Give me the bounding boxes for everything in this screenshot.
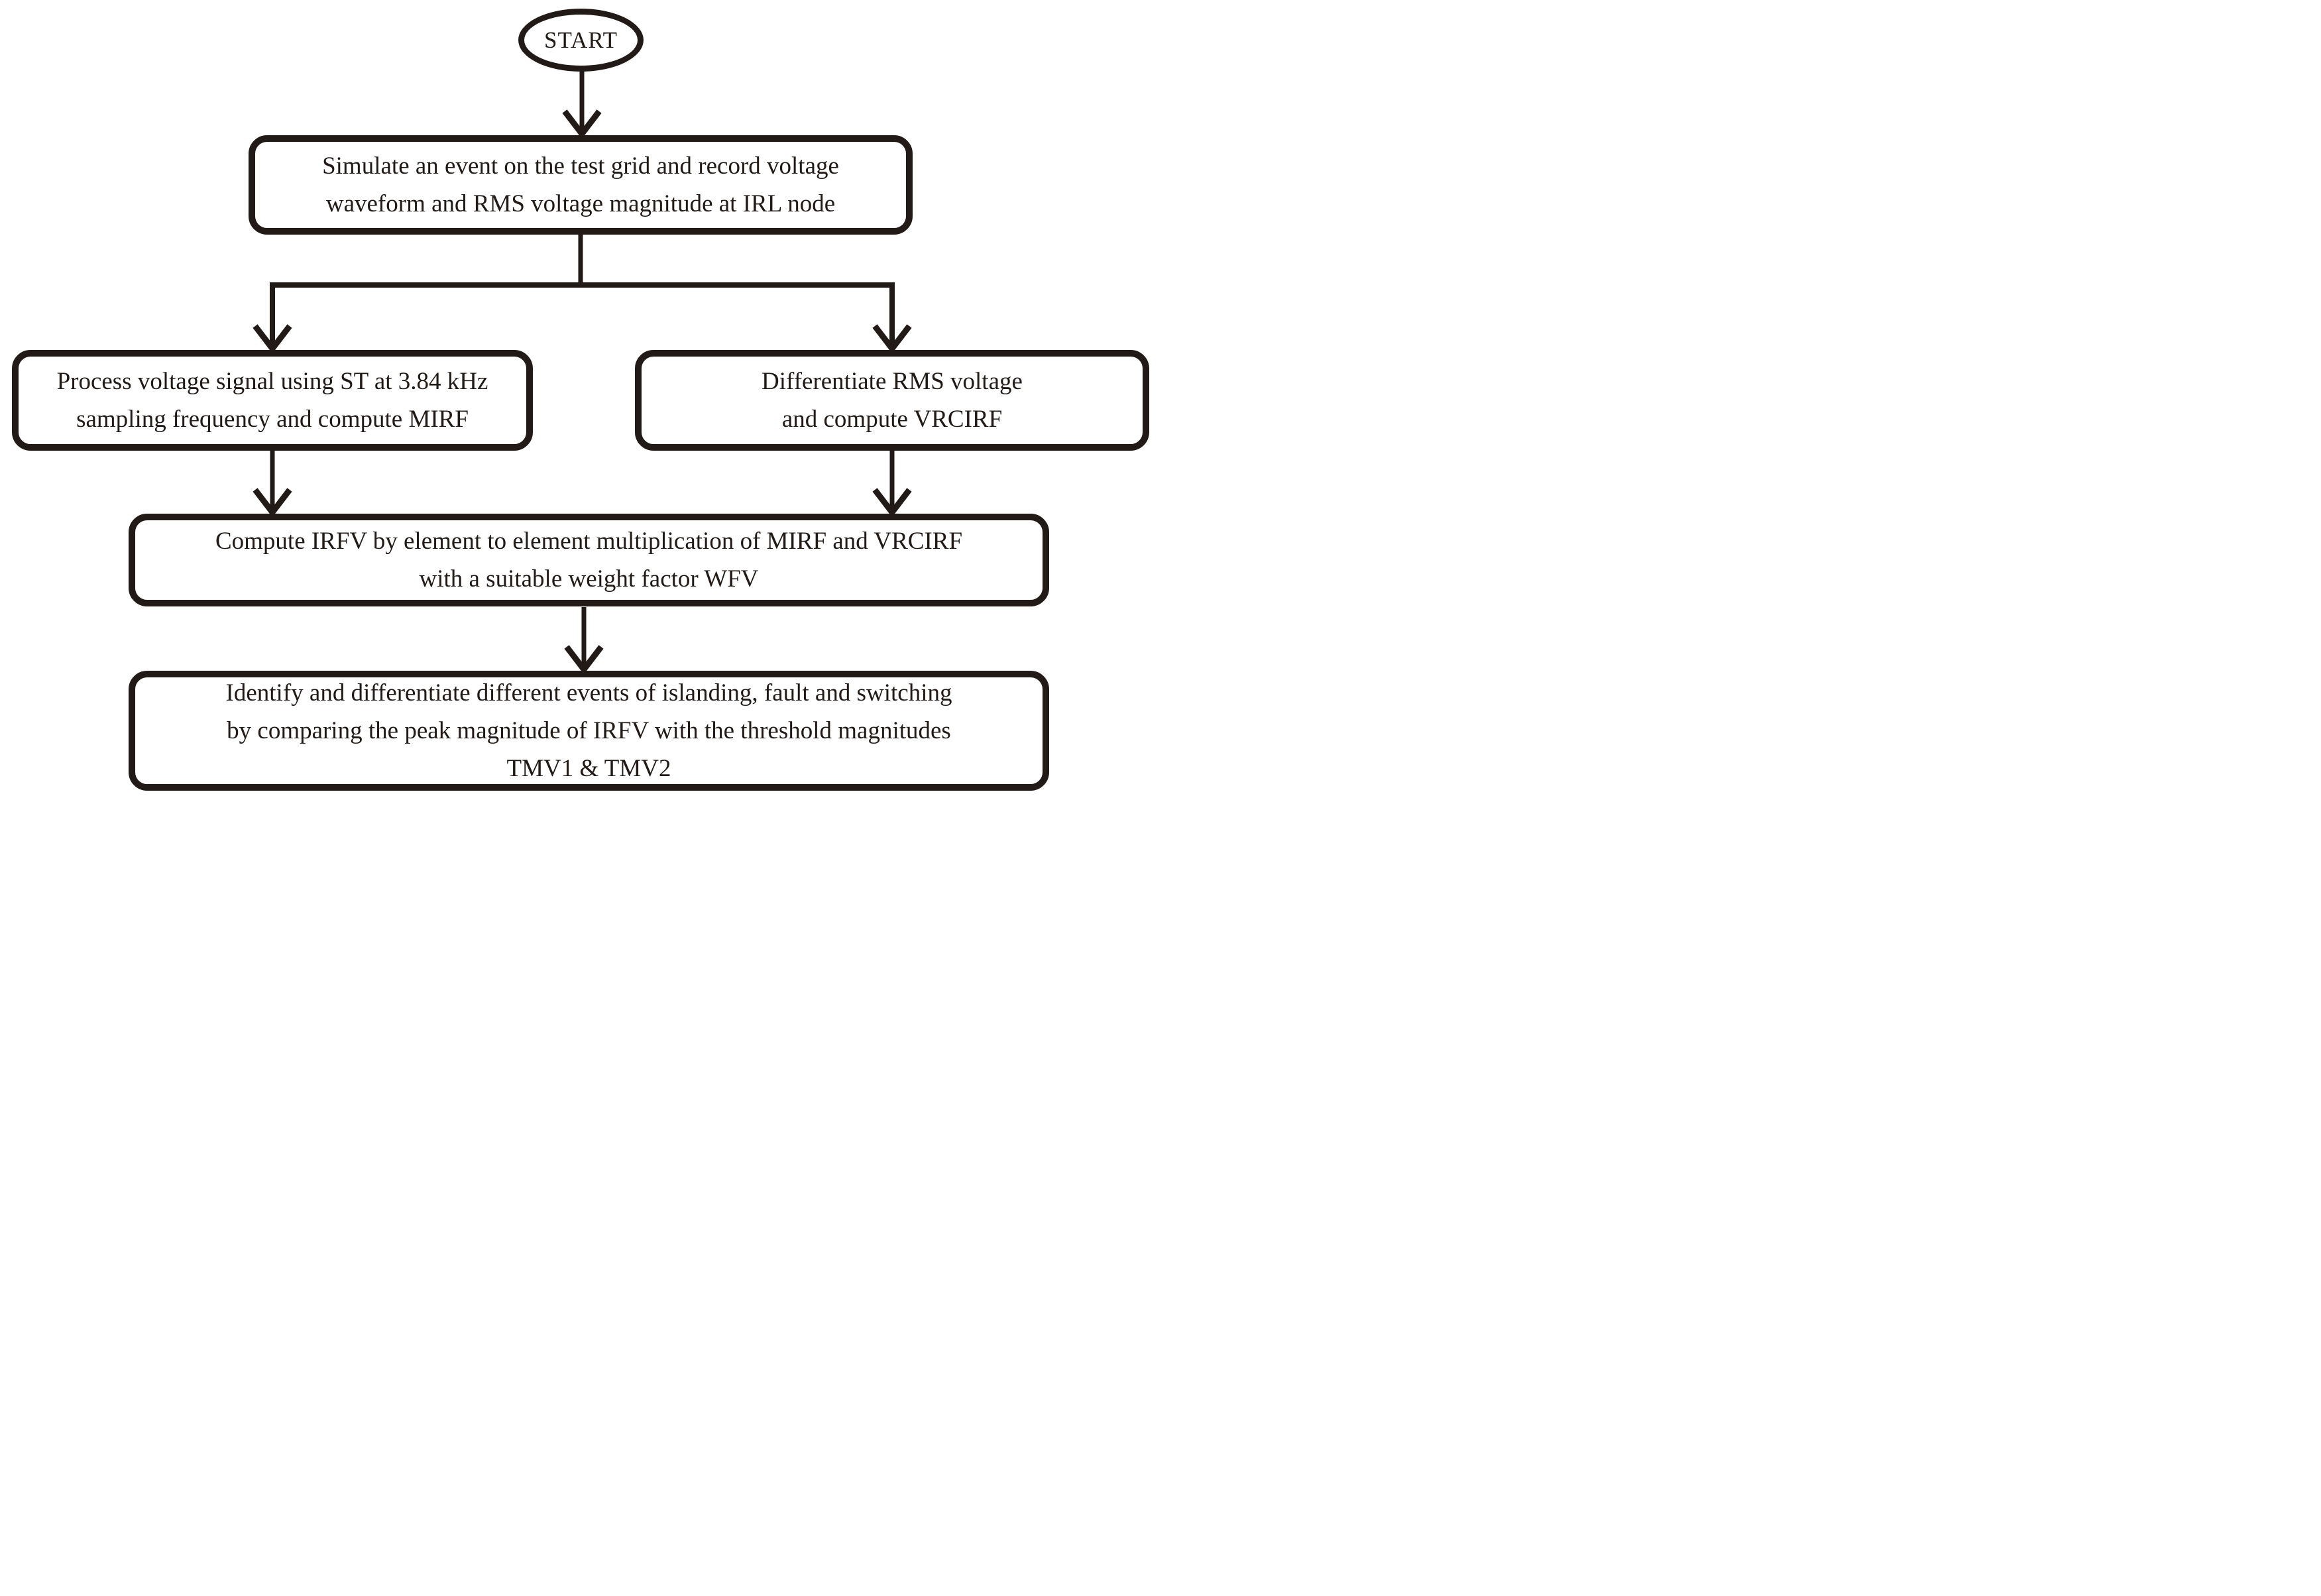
node-label-line: Simulate an event on the test grid and r… [322,152,839,180]
node-process-voltage-st: Process voltage signal using ST at 3.84 … [12,350,533,451]
edge-branch-process-st [253,324,292,354]
edge-simulate-branch [270,233,895,346]
node-label-line: waveform and RMS voltage magnitude at IR… [325,190,836,217]
edge-start-simulate [562,71,602,139]
edge-compute-irfv-identify [564,607,604,675]
node-label-line: Differentiate RMS voltage [762,368,1023,395]
node-differentiate-rms: Differentiate RMS voltage and compute VR… [635,350,1149,451]
edge-process-st-compute-irfv [253,451,292,518]
node-label-line: by comparing the peak magnitude of IRFV … [227,717,951,744]
node-label-line: TMV1 & TMV2 [506,755,671,782]
flowchart-canvas: START Simulate an event on the test grid… [0,0,1160,798]
node-label-line: Compute IRFV by element to element multi… [215,528,963,555]
node-label-line: START [544,27,618,53]
node-label-line: Process voltage signal using ST at 3.84 … [56,368,488,395]
node-identify-events: Identify and differentiate different eve… [129,671,1049,791]
node-label-line: and compute VRCIRF [781,406,1003,433]
node-start: START [518,9,644,72]
edge-branch-differentiate [872,324,912,354]
node-label-line: with a suitable weight factor WFV [419,565,759,593]
node-label-line: sampling frequency and compute MIRF [76,406,469,433]
edge-differentiate-compute-irfv [872,451,912,518]
node-label-line: Identify and differentiate different eve… [225,679,952,707]
node-simulate-event: Simulate an event on the test grid and r… [249,135,913,235]
node-compute-irfv: Compute IRFV by element to element multi… [129,514,1049,606]
